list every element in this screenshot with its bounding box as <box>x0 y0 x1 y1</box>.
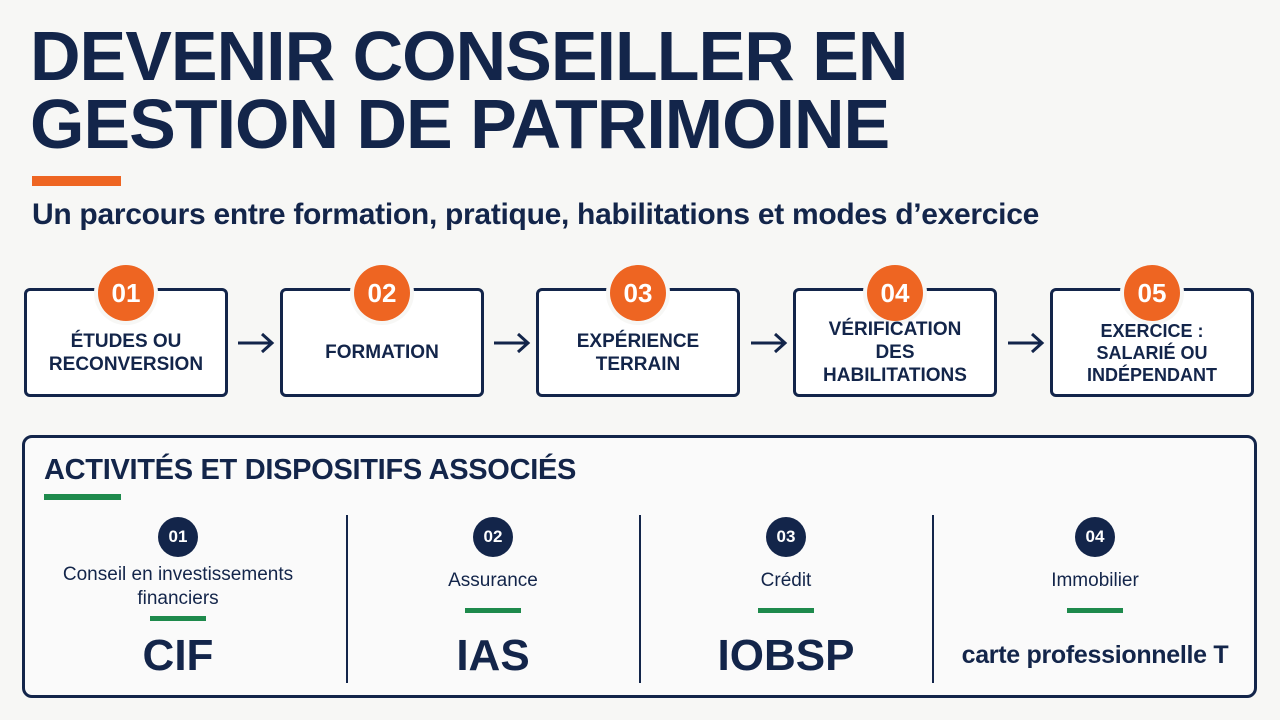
activities-title-rule <box>44 494 121 500</box>
activity-number-badge: 03 <box>766 517 806 557</box>
activity-iobsp: 03 Crédit IOBSP <box>641 517 931 687</box>
arrow-right-icon <box>751 332 788 354</box>
step-number-badge: 02 <box>354 265 410 321</box>
activities-title: ACTIVITÉS ET DISPOSITIFS ASSOCIÉS <box>44 454 577 486</box>
activity-code: IAS <box>456 631 530 680</box>
activity-code: carte professionnelle T <box>961 641 1229 669</box>
page-title-line-1: DEVENIR CONSEILLER EN <box>30 17 908 95</box>
step-number-badge: 01 <box>98 265 154 321</box>
arrow-right-icon <box>494 332 531 354</box>
page-title-line-2: GESTION DE PATRIMOINE <box>30 85 890 163</box>
activity-number-badge: 04 <box>1075 517 1115 557</box>
title-accent-rule <box>32 176 121 186</box>
page-subtitle: Un parcours entre formation, pratique, h… <box>32 198 1039 231</box>
step-label: ÉTUDES OU RECONVERSION <box>48 330 204 375</box>
step-card-01: 01 ÉTUDES OU RECONVERSION <box>24 265 228 397</box>
step-card-03: 03 EXPÉRIENCE TERRAIN <box>536 265 740 397</box>
arrow-right-icon <box>1008 332 1045 354</box>
activity-name: Immobilier <box>1051 570 1139 591</box>
activity-number-badge: 01 <box>158 517 198 557</box>
activity-ias: 02 Assurance IAS <box>348 517 638 687</box>
activity-code: IOBSP <box>717 631 855 680</box>
activity-rule <box>758 608 814 613</box>
activity-carte-t: 04 Immobilier carte professionnelle T <box>934 517 1256 687</box>
column-divider <box>346 515 348 683</box>
step-number-badge: 03 <box>610 265 666 321</box>
activity-code: CIF <box>142 631 214 680</box>
step-label: VÉRIFICATION DES HABILITATIONS <box>823 319 967 386</box>
column-divider <box>639 515 641 683</box>
step-number-badge: 04 <box>867 265 923 321</box>
step-card-04: 04 VÉRIFICATION DES HABILITATIONS <box>793 265 997 397</box>
step-label: FORMATION <box>325 342 439 363</box>
activity-cif: 01 Conseil en investissements financiers… <box>30 517 326 687</box>
step-number-badge: 05 <box>1124 265 1180 321</box>
activity-rule <box>150 616 206 621</box>
activity-rule <box>465 608 521 613</box>
arrow-right-icon <box>238 332 275 354</box>
activity-name: Crédit <box>760 570 812 591</box>
step-label: EXERCICE : SALARIÉ OU INDÉPENDANT <box>1086 320 1217 385</box>
step-label: EXPÉRIENCE TERRAIN <box>576 330 700 375</box>
column-divider <box>932 515 934 683</box>
step-card-05: 05 EXERCICE : SALARIÉ OU INDÉPENDANT <box>1050 265 1254 397</box>
activity-name: Assurance <box>448 570 538 591</box>
page-title: DEVENIR CONSEILLER EN GESTION DE PATRIMO… <box>30 17 908 163</box>
activity-rule <box>1067 608 1123 613</box>
activity-name: Conseil en investissements financiers <box>62 564 294 609</box>
step-card-02: 02 FORMATION <box>280 265 484 397</box>
activity-number-badge: 02 <box>473 517 513 557</box>
